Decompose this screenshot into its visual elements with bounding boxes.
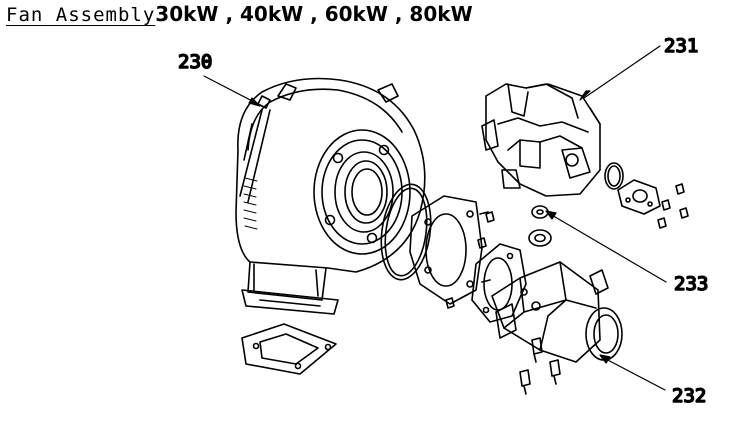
washer-seals-233 [528,205,552,247]
gas-valve-231 [481,83,601,197]
callout-231-label: 231 [664,35,698,57]
callout-230-label: 230 [178,51,212,73]
fan-outlet-gasket [241,323,337,375]
inlet-o-ring [380,183,432,281]
valve-screws [657,183,689,229]
venturi-232 [491,261,623,363]
callout-233-label: 233 [674,273,708,295]
venturi-screws [519,337,561,395]
fan-housing-ribs [243,177,258,230]
flange-screws [445,211,495,309]
leader-lines [203,45,667,391]
valve-outlet-fitting [604,162,661,215]
callout-232-label: 232 [672,385,706,407]
title-model-list: 30kW , 40kW , 60kW , 80kW [155,2,473,26]
title-assembly-name: Fan Assembly [6,4,156,26]
diagram-title: Fan Assembly30kW , 40kW , 60kW , 80kW [6,2,473,26]
